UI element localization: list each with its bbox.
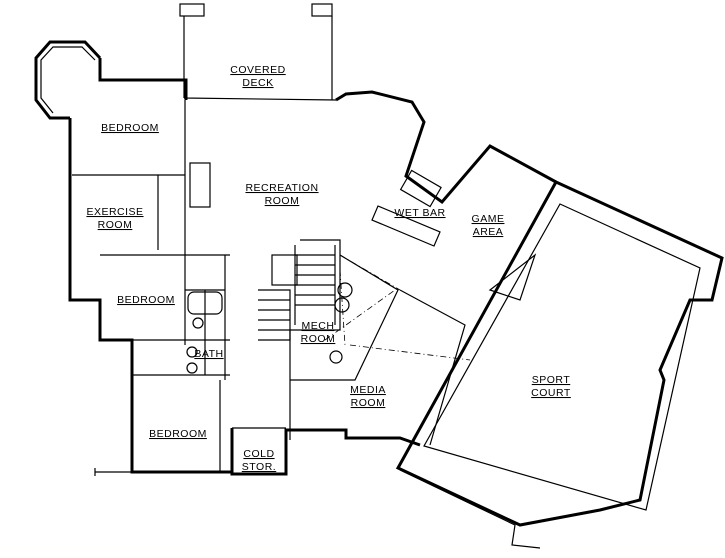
- stairs: [258, 245, 336, 341]
- label-bath: BATH: [194, 348, 223, 360]
- label-game-2: AREA: [473, 226, 504, 238]
- covered-deck: [179, 3, 337, 101]
- label-mech-1: MECH: [302, 320, 335, 332]
- label-wet-bar: WET BAR: [394, 207, 445, 219]
- label-recreation-2: ROOM: [265, 195, 300, 207]
- label-bedroom-3: BEDROOM: [149, 428, 207, 440]
- interior-walls: [72, 100, 466, 472]
- label-mech-2: ROOM: [301, 333, 336, 345]
- turret-wall: [34, 40, 102, 120]
- label-media-2: ROOM: [351, 397, 386, 409]
- sport-court: [395, 180, 724, 549]
- label-sport-2: COURT: [531, 387, 571, 399]
- bathtub: [187, 291, 223, 315]
- label-media-1: MEDIA: [350, 384, 386, 396]
- exterior-wall: [68, 58, 557, 476]
- label-cold-stor-2: STOR.: [242, 461, 276, 473]
- fireplace: [189, 162, 211, 208]
- label-covered-deck-2: DECK: [242, 77, 273, 89]
- label-recreation-1: RECREATION: [245, 182, 318, 194]
- label-covered-deck-1: COVERED: [230, 64, 285, 76]
- label-game-1: GAME: [472, 213, 505, 225]
- label-bedroom-1: BEDROOM: [101, 122, 159, 134]
- label-exercise-1: EXERCISE: [86, 206, 143, 218]
- label-bedroom-2: BEDROOM: [117, 294, 175, 306]
- label-exercise-2: ROOM: [98, 219, 133, 231]
- wet-bar-counter: [371, 169, 442, 247]
- label-sport-1: SPORT: [532, 374, 571, 386]
- label-cold-stor-1: COLD: [243, 448, 274, 460]
